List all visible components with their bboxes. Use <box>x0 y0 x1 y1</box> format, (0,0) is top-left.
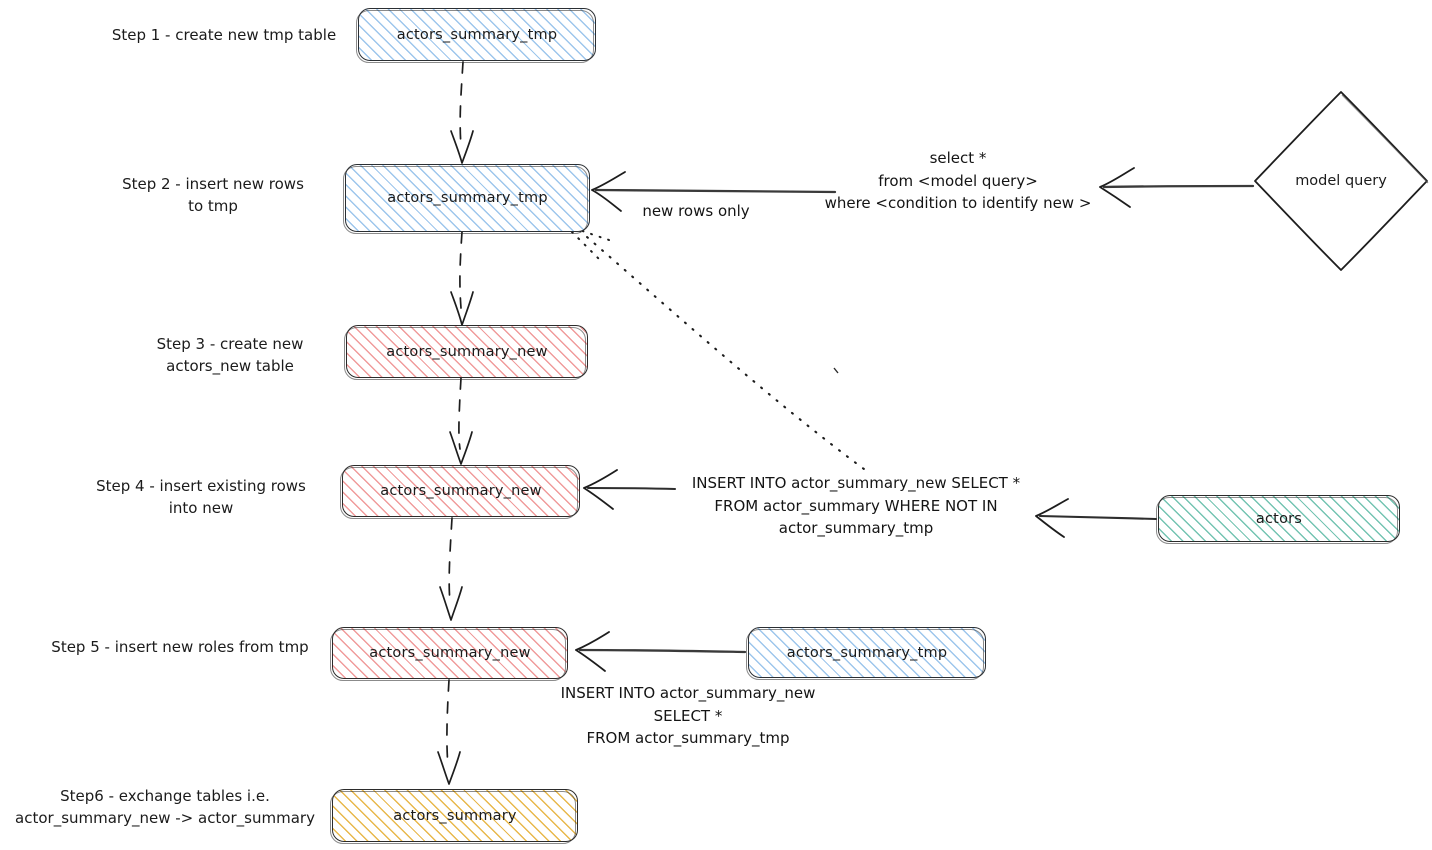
node-actors-summary-tmp-step1[interactable]: actors_summary_tmp <box>356 8 596 63</box>
annotation-insert-from-tmp-sql: INSERT INTO actor_summary_new SELECT * F… <box>560 684 816 747</box>
edge-new5-to-summary6 <box>437 679 461 785</box>
step-label-5: Step 5 - insert new roles from tmp <box>51 638 309 656</box>
edge-tmp2-to-new3 <box>450 231 474 326</box>
step-label-3: Step 3 - create new actors_new table <box>156 335 304 375</box>
annotation-insert-existing-sql: INSERT INTO actor_summary_new SELECT * F… <box>691 474 1021 537</box>
node-label: actors_summary_new <box>380 483 542 499</box>
node-label: actors_summary_tmp <box>786 644 948 661</box>
node-label: actors <box>1255 510 1303 527</box>
diamond-label: model query <box>1295 173 1387 189</box>
step-label-2: Step 2 - insert new rows to tmp <box>122 175 304 215</box>
node-model-query-diamond[interactable]: model query <box>1251 88 1431 274</box>
node-label: actors_summary <box>393 807 517 824</box>
node-actors-summary-tmp-step2[interactable]: actors_summary_tmp <box>343 164 590 234</box>
edge-diamond-to-sql <box>1099 167 1255 208</box>
node-actors-summary-tmp-step5-source[interactable]: actors_summary_tmp <box>746 627 986 680</box>
step-label-6: Step6 - exchange tables i.e. actor_summa… <box>15 787 315 827</box>
edge-actors-to-insertsql <box>1035 498 1158 538</box>
node-actors-source[interactable]: actors <box>1156 495 1400 544</box>
diamond-shape <box>1254 91 1429 271</box>
annotation-model-query-sql: select * from <model query> where <condi… <box>824 149 1092 212</box>
node-label: actors_summary_tmp <box>387 190 548 206</box>
node-actors-summary-step6[interactable]: actors_summary <box>330 789 578 844</box>
node-actors-summary-new-step5[interactable]: actors_summary_new <box>330 627 568 681</box>
edge-new3-to-new4 <box>449 377 473 465</box>
step-label-4: Step 4 - insert existing rows into new <box>96 477 306 517</box>
node-label: actors_summary_new <box>386 343 548 360</box>
edge-tmp2-dotted-to-insert-note <box>570 222 870 474</box>
node-actors-summary-new-step3[interactable]: actors_summary_new <box>344 325 588 380</box>
edge-tmp5-to-new5 <box>575 631 747 672</box>
node-label: actors_summary_tmp <box>396 26 558 43</box>
node-label: actors_summary_new <box>369 645 531 661</box>
step-label-1: Step 1 - create new tmp table <box>111 26 337 44</box>
edge-tmp1-to-tmp2 <box>450 61 474 164</box>
stray-mark <box>833 367 839 374</box>
node-actors-summary-new-step4[interactable]: actors_summary_new <box>340 465 580 519</box>
edge-insertsql-to-new4 <box>583 469 677 510</box>
edge-new4-to-new5 <box>439 517 463 621</box>
annotation-new-rows-only: new rows only <box>642 202 750 220</box>
